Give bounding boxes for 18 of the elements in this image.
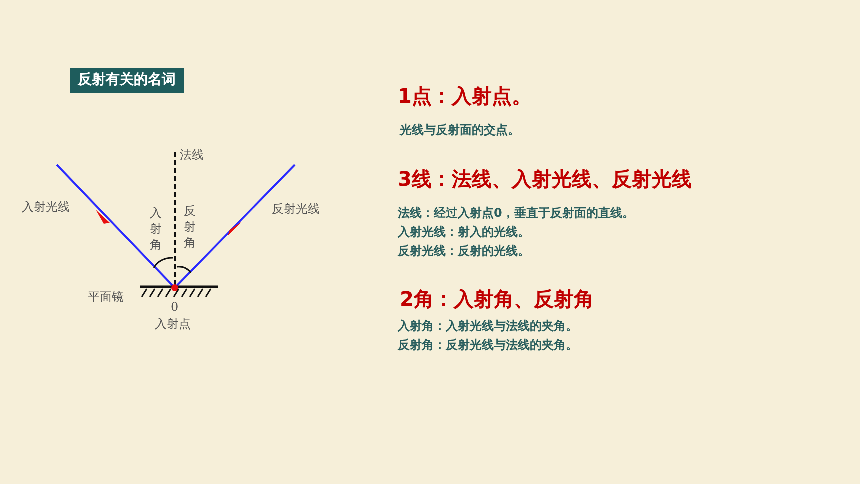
section-heading: 1点：入射点。 xyxy=(398,86,532,106)
ray-label: 入射光线 xyxy=(22,201,70,213)
angle-label: 反射角 xyxy=(184,203,197,252)
ray-label: 反射光线 xyxy=(272,203,320,215)
normal-label: 法线 xyxy=(180,149,204,161)
mirror-label: 平面镜 xyxy=(88,291,124,303)
definition-text: 法线：经过入射点0，垂直于反射面的直线。 xyxy=(398,207,634,219)
section-heading: 2角：入射角、反射角 xyxy=(400,289,594,309)
point-label: 入射点 xyxy=(155,318,191,330)
section-heading: 3线：法线、入射光线、反射光线 xyxy=(398,169,692,189)
angle-label: 入射角 xyxy=(150,205,163,254)
definition-text: 光线与反射面的交点。 xyxy=(400,124,520,136)
definition-text: 入射角：入射光线与法线的夹角。 xyxy=(398,320,578,332)
definition-text: 反射角：反射光线与法线的夹角。 xyxy=(398,339,578,351)
point-label: 0 xyxy=(171,301,179,313)
definition-text: 入射光线：射入的光线。 xyxy=(398,226,530,238)
title-banner: 反射有关的名词 xyxy=(70,68,184,93)
definition-text: 反射光线：反射的光线。 xyxy=(398,245,530,257)
